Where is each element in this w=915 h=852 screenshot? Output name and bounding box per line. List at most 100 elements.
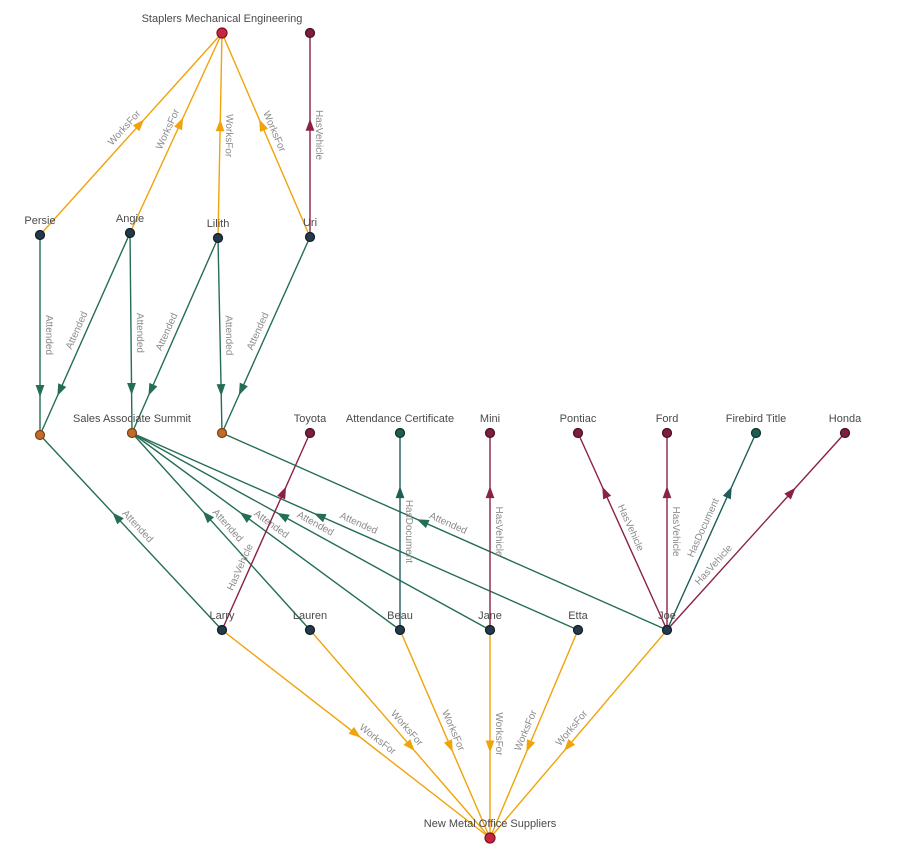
node-uri[interactable] <box>304 231 316 243</box>
edge-arrow-lauren-nmos <box>403 739 415 752</box>
edge-arrow-beau-nmos <box>443 739 453 752</box>
edge-line-joe-firebird <box>666 432 757 631</box>
node-etta[interactable] <box>572 624 584 636</box>
edge-arrow-larry-event1 <box>112 512 124 525</box>
edge-label-jane-mini: HasVehicle <box>493 506 504 556</box>
node-lauren[interactable] <box>304 624 316 636</box>
node-angie[interactable] <box>124 227 136 239</box>
edge-arrow-joe-ford <box>662 486 672 499</box>
node-ford[interactable] <box>661 427 673 439</box>
edge-label-jane-nmos: WorksFor <box>493 712 504 756</box>
edge-line-lauren-nmos <box>309 629 491 839</box>
node-label-joe: Joe <box>658 610 676 622</box>
node-persie[interactable] <box>34 229 46 241</box>
node-label-jane: Jane <box>478 610 502 622</box>
edge-label-lilith-event3: Attended <box>223 315 235 355</box>
edge-line-uri-event3 <box>221 236 311 434</box>
edge-label-joe-ford: HasVehicle <box>670 506 681 556</box>
node-joe[interactable] <box>661 624 673 636</box>
node-uri_vehicle[interactable] <box>304 27 316 39</box>
edge-arrow-persie-staplers <box>132 119 145 132</box>
node-event1[interactable] <box>34 429 46 441</box>
edge-arrow-etta-nmos <box>526 739 536 753</box>
node-honda[interactable] <box>839 427 851 439</box>
edge-label-beau-attcert: HasDocument <box>403 500 414 564</box>
edge-line-angie-staplers <box>129 32 223 234</box>
edge-line-larry-toyota <box>221 432 311 631</box>
edge-line-persie-staplers <box>39 32 223 236</box>
node-firebird[interactable] <box>750 427 762 439</box>
edge-arrow-lauren-summit <box>202 511 215 524</box>
edge-label-persie-event1: Attended <box>43 315 54 355</box>
node-label-lauren: Lauren <box>293 610 327 622</box>
node-label-ford: Ford <box>656 413 679 425</box>
node-label-mini: Mini <box>480 413 500 425</box>
edge-arrow-larry-nmos <box>348 726 361 738</box>
node-label-nmos: New Metal Office Suppliers <box>424 818 557 830</box>
node-attcert[interactable] <box>394 427 406 439</box>
node-label-beau: Beau <box>387 610 413 622</box>
node-nmos[interactable] <box>484 832 496 844</box>
edge-line-joe-nmos <box>489 629 668 839</box>
edge-arrow-angie-summit <box>127 382 136 395</box>
node-label-etta: Etta <box>568 610 588 622</box>
edge-line-lilith-staplers <box>217 32 223 239</box>
node-label-lilith: Lilith <box>207 218 230 230</box>
node-event3[interactable] <box>216 427 228 439</box>
node-label-larry: Larry <box>209 610 235 622</box>
node-pontiac[interactable] <box>572 427 584 439</box>
node-label-pontiac: Pontiac <box>560 413 597 425</box>
node-mini[interactable] <box>484 427 496 439</box>
node-staplers[interactable] <box>216 27 228 39</box>
edge-label-joe-pontiac: HasVehicle <box>615 503 646 554</box>
edge-arrow-etta-summit <box>313 513 327 523</box>
edge-line-lilith-event3 <box>217 237 223 434</box>
node-label-toyota: Toyota <box>294 413 327 425</box>
node-label-attcert: Attendance Certificate <box>346 413 454 425</box>
node-label-persie: Persie <box>24 215 55 227</box>
node-beau[interactable] <box>394 624 406 636</box>
edge-arrow-uri-event3 <box>238 382 248 396</box>
edge-line-lauren-summit <box>131 432 311 631</box>
node-toyota[interactable] <box>304 427 316 439</box>
node-label-honda: Honda <box>829 413 862 425</box>
edge-arrow-joe-pontiac <box>602 486 612 500</box>
edge-arrow-persie-event1 <box>35 385 45 397</box>
edge-line-beau-nmos <box>399 629 491 839</box>
edge-arrow-joe-event3 <box>416 519 430 529</box>
edge-line-jane-summit <box>131 432 491 631</box>
node-label-summit: Sales Associate Summit <box>73 413 191 425</box>
node-larry[interactable] <box>216 624 228 636</box>
edge-arrow-lilith-staplers <box>215 119 225 132</box>
edge-label-uri-uri_vehicle: HasVehicle <box>313 110 324 160</box>
edge-line-larry-event1 <box>39 434 223 631</box>
edge-arrow-lilith-summit <box>148 382 158 396</box>
edge-line-angie-summit <box>129 232 133 434</box>
node-lilith[interactable] <box>212 232 224 244</box>
edge-arrow-jane-mini <box>485 486 495 499</box>
node-label-uri: Uri <box>303 217 317 229</box>
edge-arrow-jane-nmos <box>485 740 495 753</box>
edge-arrow-uri-uri_vehicle <box>305 118 315 131</box>
edge-line-uri-staplers <box>221 32 311 238</box>
edge-arrow-angie-staplers <box>174 117 184 131</box>
edge-line-lilith-summit <box>131 237 219 434</box>
edge-arrow-angie-event1 <box>57 383 67 397</box>
node-jane[interactable] <box>484 624 496 636</box>
edge-line-etta-summit <box>131 432 579 631</box>
edge-arrow-joe-honda <box>784 487 796 500</box>
edge-label-angie-summit: Attended <box>134 313 145 353</box>
edge-arrow-joe-firebird <box>722 486 732 500</box>
edge-label-larry-toyota: HasVehicle <box>225 542 256 593</box>
edge-arrow-beau-attcert <box>395 486 405 499</box>
edge-line-angie-event1 <box>39 232 131 436</box>
edge-arrow-uri-staplers <box>259 119 269 133</box>
node-summit[interactable] <box>126 427 138 439</box>
node-label-angie: Angie <box>116 213 144 225</box>
edge-line-etta-nmos <box>489 629 579 839</box>
edge-arrow-larry-toyota <box>277 486 287 500</box>
edge-line-joe-pontiac <box>577 432 668 631</box>
node-label-firebird: Firebird Title <box>726 413 787 425</box>
